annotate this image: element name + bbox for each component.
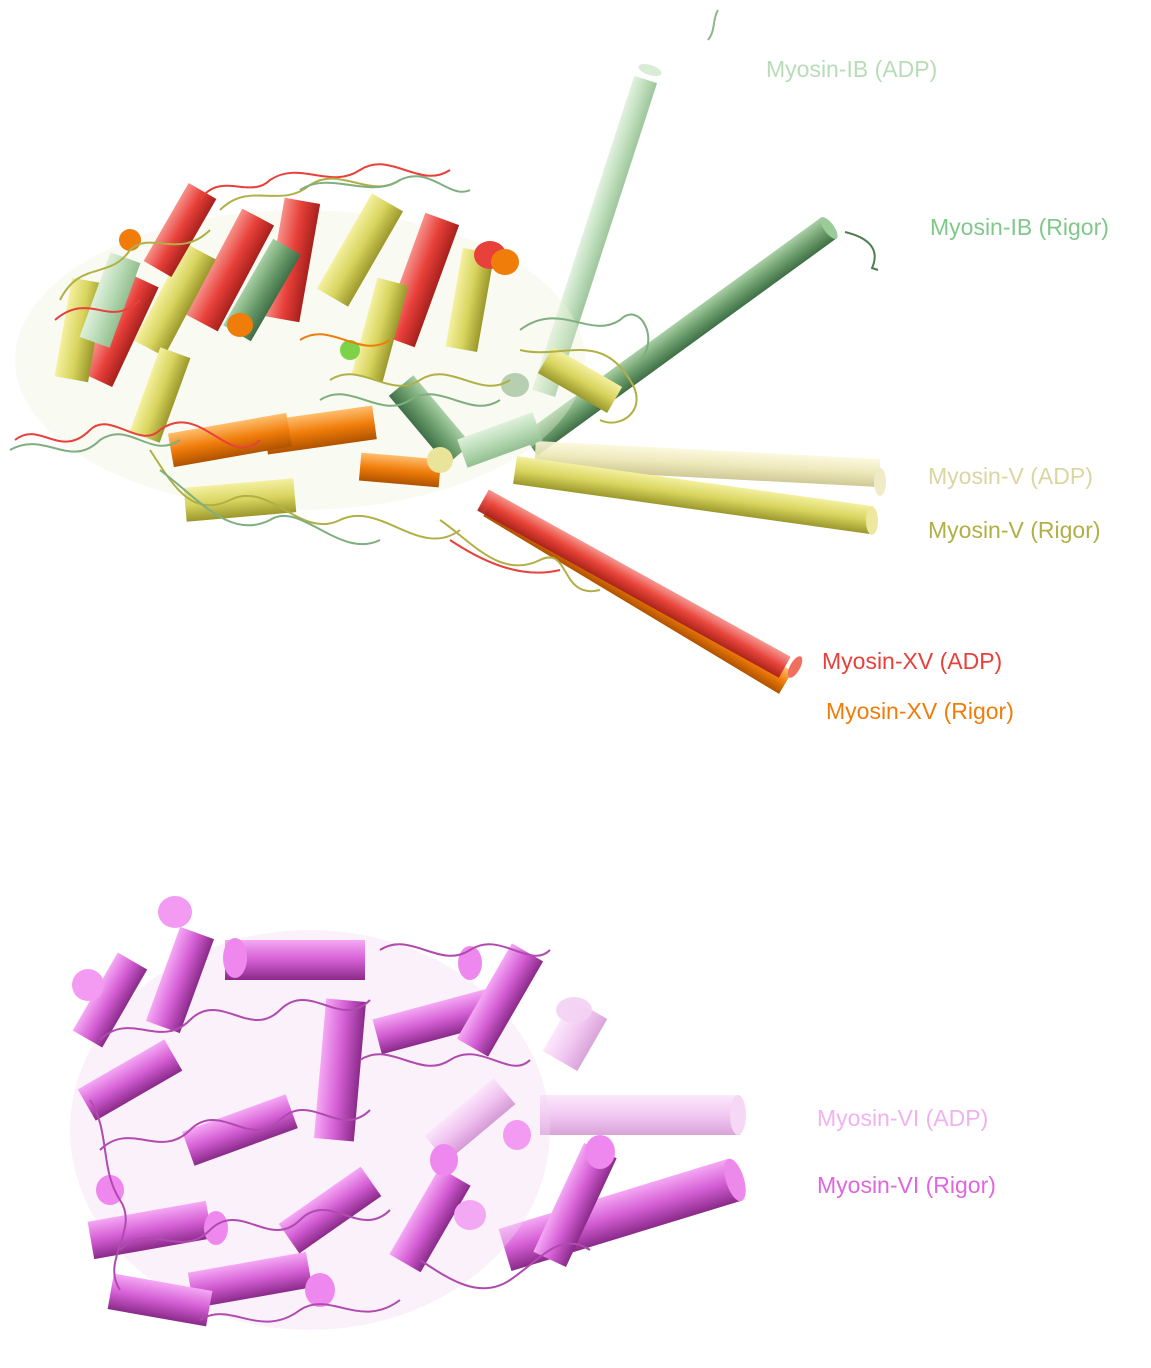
legend-label-myosin-v-adp: Myosin-V (ADP) [928, 463, 1093, 490]
legend-label-myosin-ib-adp: Myosin-IB (ADP) [766, 56, 937, 83]
legend-label-myosin-xv-rigor: Myosin-XV (Rigor) [826, 698, 1014, 725]
legend-label-myosin-ib-rigor: Myosin-IB (Rigor) [930, 214, 1109, 241]
legend-label-myosin-vi-adp: Myosin-VI (ADP) [817, 1105, 988, 1132]
lever-arm-myosin-xv-adp [477, 490, 805, 680]
top-overlay-structure [10, 10, 886, 694]
legend-label-myosin-xv-adp: Myosin-XV (ADP) [822, 648, 1002, 675]
bottom-overlay-structure [70, 896, 750, 1330]
lever-arm-myosin-vi-adp [540, 997, 746, 1135]
legend-label-myosin-vi-rigor: Myosin-VI (Rigor) [817, 1172, 996, 1199]
legend-label-myosin-v-rigor: Myosin-V (Rigor) [928, 517, 1101, 544]
